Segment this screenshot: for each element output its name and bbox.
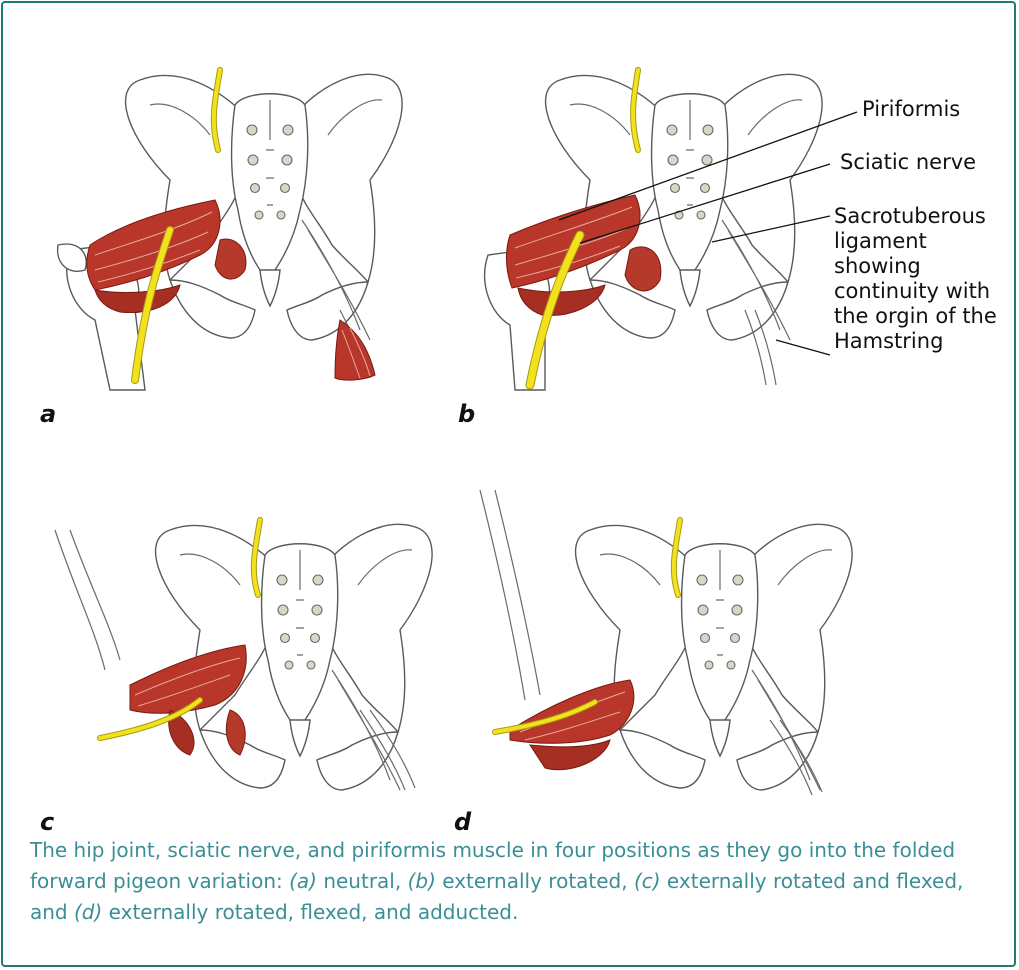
caption-key-d: (d) [74, 900, 102, 924]
label-line: Hamstring [834, 329, 997, 354]
leader-sciatic-nerve [580, 164, 830, 243]
leader-piriformis [559, 112, 857, 220]
label-line: ligament [834, 229, 997, 254]
caption-text-a: neutral, [317, 869, 408, 893]
label-line: Sacrotuberous [834, 204, 997, 229]
figure-caption: The hip joint, sciatic nerve, and pirifo… [30, 835, 990, 928]
label-sciatic-nerve: Sciatic nerve [840, 150, 976, 175]
label-sacrotuberous-ligament: Sacrotuberous ligament showing continuit… [834, 204, 997, 354]
label-line: continuity with [834, 279, 997, 304]
leader-sacrotuberous [712, 216, 830, 242]
label-piriformis: Piriformis [862, 97, 960, 122]
caption-text-d: externally rotated, flexed, and adducted… [102, 900, 518, 924]
label-line: the orgin of the [834, 304, 997, 329]
caption-key-c: (c) [634, 869, 661, 893]
label-line: showing [834, 254, 997, 279]
caption-text-b: externally rotated, [436, 869, 634, 893]
leader-hamstring [776, 340, 830, 355]
caption-key-b: (b) [408, 869, 436, 893]
caption-key-a: (a) [289, 869, 317, 893]
